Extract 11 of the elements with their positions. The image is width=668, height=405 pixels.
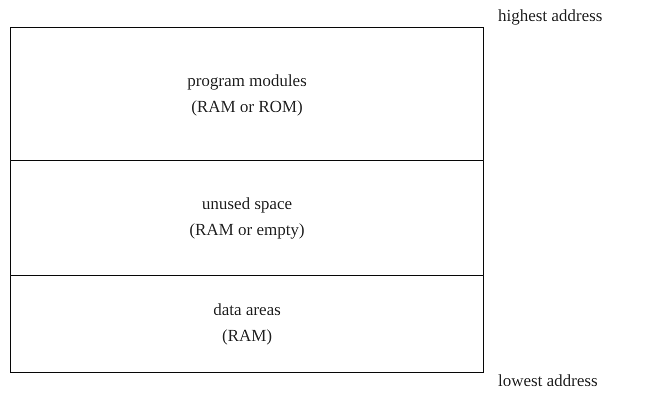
region-text: data areas (213, 299, 281, 321)
address-label: lowest address (498, 371, 598, 391)
memory-region-band (10, 27, 484, 161)
memory-region-band (10, 274, 484, 373)
memory-region-band (10, 159, 484, 276)
region-text: (RAM) (222, 325, 272, 347)
region-text: unused space (202, 193, 292, 215)
address-label: highest address (498, 6, 602, 26)
region-text: (RAM or ROM) (191, 96, 303, 118)
region-text: (RAM or empty) (189, 219, 305, 241)
region-text: program modules (187, 70, 307, 92)
